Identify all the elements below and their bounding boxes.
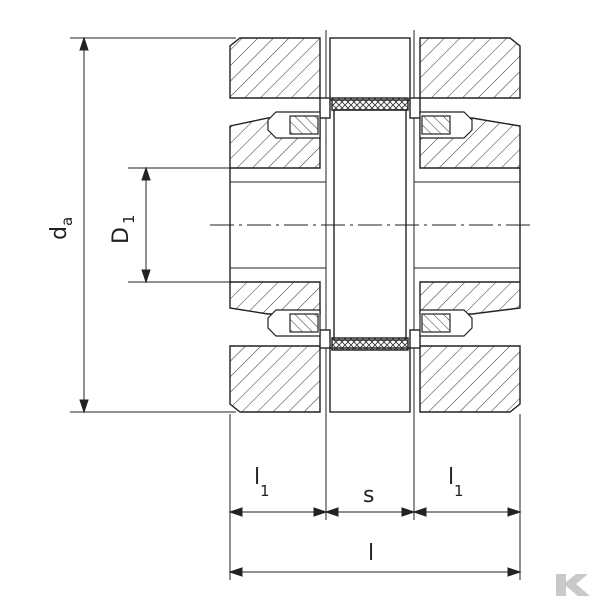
dimension-l-total	[228, 567, 522, 577]
set-screw-top-left	[267, 111, 321, 139]
dimension-s-label: s	[363, 483, 374, 508]
dimension-l1-right-label: l	[448, 465, 454, 490]
left-housing	[229, 37, 326, 413]
set-screw-bottom-left	[267, 309, 321, 337]
dimension-l1-right-subscript: 1	[454, 482, 464, 500]
dimension-s	[324, 507, 416, 517]
set-screw-top-right	[419, 111, 473, 139]
seal-bottom	[331, 337, 409, 351]
dimension-da	[70, 36, 236, 414]
dimension-l-label: l	[368, 541, 374, 566]
dimension-l1-right	[412, 507, 522, 517]
right-housing	[414, 37, 521, 413]
dimension-l1-left-subscript: 1	[260, 482, 270, 500]
brand-logo-icon	[556, 574, 590, 596]
extension-lines-bottom	[229, 414, 521, 580]
dimension-l1-left	[228, 507, 328, 517]
seal-top	[331, 97, 409, 111]
set-screw-bottom-right	[419, 309, 473, 337]
dimension-da-label: d	[47, 226, 72, 240]
dimension-D1-subscript: 1	[120, 214, 138, 224]
dimension-D1	[128, 166, 230, 284]
dimension-D1-label: D	[109, 227, 134, 244]
dimension-da-subscript: a	[58, 217, 76, 226]
dimension-l1-left-label: l	[254, 465, 260, 490]
